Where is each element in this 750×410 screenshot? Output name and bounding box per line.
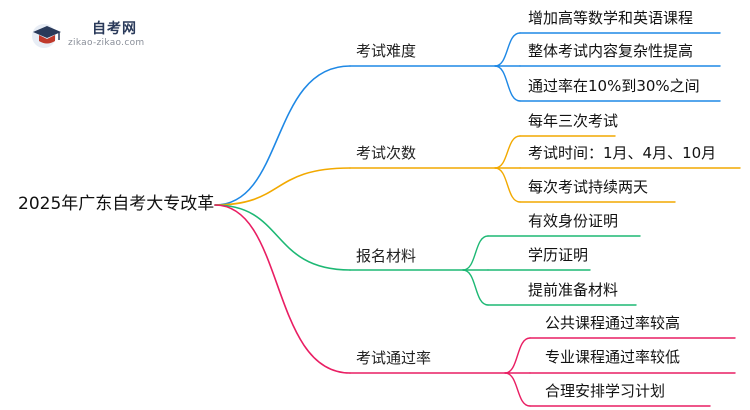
leaf-difficulty-2: 整体考试内容复杂性提高 — [528, 42, 694, 60]
leaf-materials-1: 有效身份证明 — [528, 212, 619, 230]
edge-pass-rate-leaf-3 — [504, 372, 531, 407]
edge-root-to-exam-count — [214, 167, 351, 206]
root-node: 2025年广东自考大专改革 — [18, 194, 215, 214]
leaf-pass-rate-1: 公共课程通过率较高 — [545, 314, 681, 332]
edge-root-to-materials — [214, 204, 351, 271]
branch-label-pass-rate: 考试通过率 — [356, 349, 432, 367]
logo-url: zikao-zikao.com — [68, 38, 145, 48]
leaf-exam-count-1: 每年三次考试 — [528, 112, 619, 130]
leaf-exam-count-3: 每次考试持续两天 — [528, 178, 649, 196]
graduation-cap-icon — [32, 24, 61, 48]
leaf-materials-3: 提前准备材料 — [528, 281, 619, 299]
branch-label-difficulty: 考试难度 — [356, 42, 417, 60]
leaf-difficulty-1: 增加高等数学和英语课程 — [528, 9, 694, 27]
edge-difficulty-leaf-3 — [494, 65, 521, 102]
branch-label-materials: 报名材料 — [356, 247, 417, 265]
mind-map-edges — [214, 32, 741, 407]
edge-difficulty-leaf-1 — [494, 32, 521, 67]
leaf-pass-rate-3: 合理安排学习计划 — [545, 382, 666, 400]
leaf-pass-rate-2: 专业课程通过率较低 — [545, 348, 681, 366]
branch-label-exam-count: 考试次数 — [356, 144, 417, 162]
leaf-exam-count-2: 考试时间：1月、4月、10月 — [528, 144, 717, 162]
edge-exam-count-leaf-3 — [494, 167, 521, 203]
edge-materials-leaf-3 — [462, 269, 489, 306]
logo-name: 自考网 — [92, 21, 137, 37]
edge-materials-leaf-1 — [462, 235, 489, 271]
leaf-materials-2: 学历证明 — [528, 246, 589, 264]
edge-root-to-difficulty — [214, 65, 351, 206]
leaf-difficulty-3: 通过率在10%到30%之间 — [528, 77, 700, 95]
edge-exam-count-leaf-1 — [494, 135, 521, 169]
edge-root-to-pass-rate — [214, 204, 351, 374]
edge-pass-rate-leaf-1 — [504, 337, 531, 374]
site-logo: 自考网 zikao-zikao.com — [30, 18, 160, 54]
